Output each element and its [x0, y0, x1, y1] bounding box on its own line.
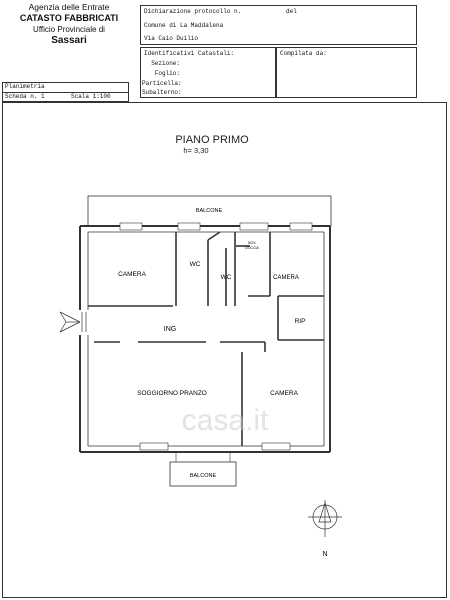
plan-height: h= 3,30 — [183, 146, 208, 155]
balcony-bottom — [169, 461, 237, 487]
label-balcone-top: BALCONE — [196, 208, 223, 214]
comune-text: Comune di La Maddalena — [144, 22, 224, 29]
sezione-label: Sezione: — [151, 60, 180, 67]
label-ing: ING — [164, 326, 176, 333]
sheet-info-box: Planimetria Scheda n. 1 Scala 1:100 — [2, 82, 129, 102]
label-camera-right: CAMERA — [273, 275, 299, 281]
office-line-4: Sassari — [51, 35, 87, 46]
planimetria-label: Planimetria — [5, 83, 45, 90]
drawing-frame — [2, 102, 447, 598]
label-box: BOX — [248, 241, 256, 245]
label-doccia: DOCCIA — [245, 246, 259, 250]
subalterno-label: Subalterno: — [142, 89, 182, 96]
scheda-label: Scheda n. 1 — [5, 93, 45, 100]
scala-label: Scala 1:100 — [71, 93, 111, 100]
label-soggiorno: SOGGIORNO PRANZO — [137, 390, 207, 397]
identificativi-label: Identificativi Catastali: — [144, 50, 235, 57]
declaration-box: Dichiarazione protocollo n. del Comune d… — [140, 5, 417, 45]
north-arrow-icon — [308, 500, 342, 537]
office-block: Agenzia delle Entrate CATASTO FABBRICATI… — [0, 2, 138, 46]
plan-title: PIANO PRIMO — [175, 134, 249, 146]
office-line-3: Ufficio Provinciale di — [33, 25, 105, 34]
declaration-del: del — [286, 8, 297, 15]
label-camera-bottom: CAMERA — [270, 390, 298, 397]
sheet-divider — [3, 92, 128, 93]
label-rip: RIP — [295, 318, 306, 325]
compilata-box: Compilata da: — [276, 47, 417, 98]
compilata-label: Compilata da: — [280, 50, 327, 57]
office-line-2: CATASTO FABBRICATI — [19, 13, 119, 23]
label-balcone-bottom: BALCONE — [190, 473, 217, 479]
label-camera-left: CAMERA — [118, 271, 146, 278]
foglio-label: Foglio: — [154, 70, 180, 77]
interior-walls — [88, 231, 324, 446]
entrance-symbol — [59, 311, 87, 333]
declaration-label: Dichiarazione protocollo n. — [144, 8, 242, 15]
address-text: Via Caio Duilio — [144, 35, 199, 42]
north-label: N — [322, 551, 327, 558]
particella-label: Particella: — [142, 80, 182, 87]
label-wc-1: WC — [190, 261, 201, 268]
watermark: casa.it — [182, 404, 269, 437]
identificativi-box: Identificativi Catastali: Sezione: Fogli… — [140, 47, 276, 98]
label-wc-2: WC — [221, 274, 232, 281]
office-line-1: Agenzia delle Entrate — [28, 2, 110, 12]
windows-top — [119, 222, 313, 451]
